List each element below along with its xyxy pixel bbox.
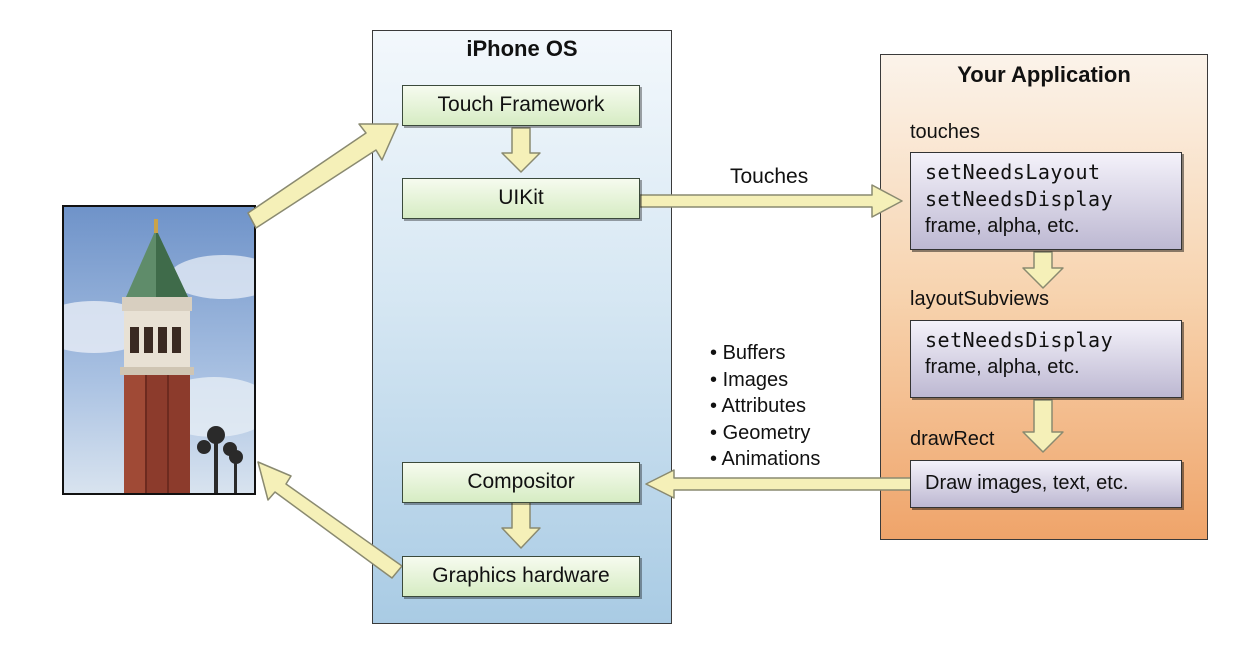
draw-images-text: Draw images, text, etc.: [925, 472, 1129, 494]
touch-framework-box: Touch Framework: [402, 85, 640, 126]
render-item: Animations: [710, 446, 820, 473]
touches-box: setNeedsLayout setNeedsDisplay frame, al…: [910, 152, 1182, 250]
set-needs-layout-text: setNeedsLayout: [925, 160, 1101, 184]
graphics-hardware-label: Graphics hardware: [432, 564, 610, 587]
render-item: Images: [710, 367, 820, 394]
compositor-label: Compositor: [467, 470, 575, 493]
bell-tower-photo: [62, 205, 256, 495]
render-item: Buffers: [710, 340, 820, 367]
layout-subviews-box: setNeedsDisplay frame, alpha, etc.: [910, 320, 1182, 398]
frame-alpha-text: frame, alpha, etc.: [925, 356, 1080, 378]
frame-alpha-text: frame, alpha, etc.: [925, 215, 1080, 237]
render-item: Geometry: [710, 420, 820, 447]
draw-rect-box: Draw images, text, etc.: [910, 460, 1182, 508]
arrow-layout-to-draw: [1022, 399, 1064, 453]
layout-subviews-label: layoutSubviews: [910, 288, 1049, 310]
compositor-box: Compositor: [402, 462, 640, 503]
render-items-list: Buffers Images Attributes Geometry Anima…: [710, 340, 820, 473]
your-application-title: Your Application: [957, 62, 1131, 87]
render-item: Attributes: [710, 393, 820, 420]
arrow-touches-to-layout: [1022, 251, 1064, 289]
touches-section-label: touches: [910, 121, 981, 143]
iphone-os-title: iPhone OS: [466, 36, 578, 61]
uikit-label: UIKit: [498, 186, 544, 209]
arrow-photo-to-touch-framework: [247, 123, 399, 229]
set-needs-display-text: setNeedsDisplay: [925, 328, 1114, 352]
touch-framework-label: Touch Framework: [437, 93, 605, 116]
arrow-touch-framework-to-uikit: [501, 127, 541, 173]
arrow-uikit-to-app: [639, 184, 903, 218]
touches-edge-label: Touches: [730, 165, 809, 188]
uikit-box: UIKit: [402, 178, 640, 219]
set-needs-display-text: setNeedsDisplay: [925, 187, 1114, 211]
arrow-compositor-to-graphics: [501, 501, 541, 549]
your-application-column: [880, 54, 1208, 540]
draw-rect-label: drawRect: [910, 428, 995, 450]
arrow-draw-to-compositor: [645, 469, 913, 499]
arrow-graphics-to-photo: [257, 461, 403, 579]
graphics-hardware-box: Graphics hardware: [402, 556, 640, 597]
tower-image-icon: [64, 207, 254, 493]
